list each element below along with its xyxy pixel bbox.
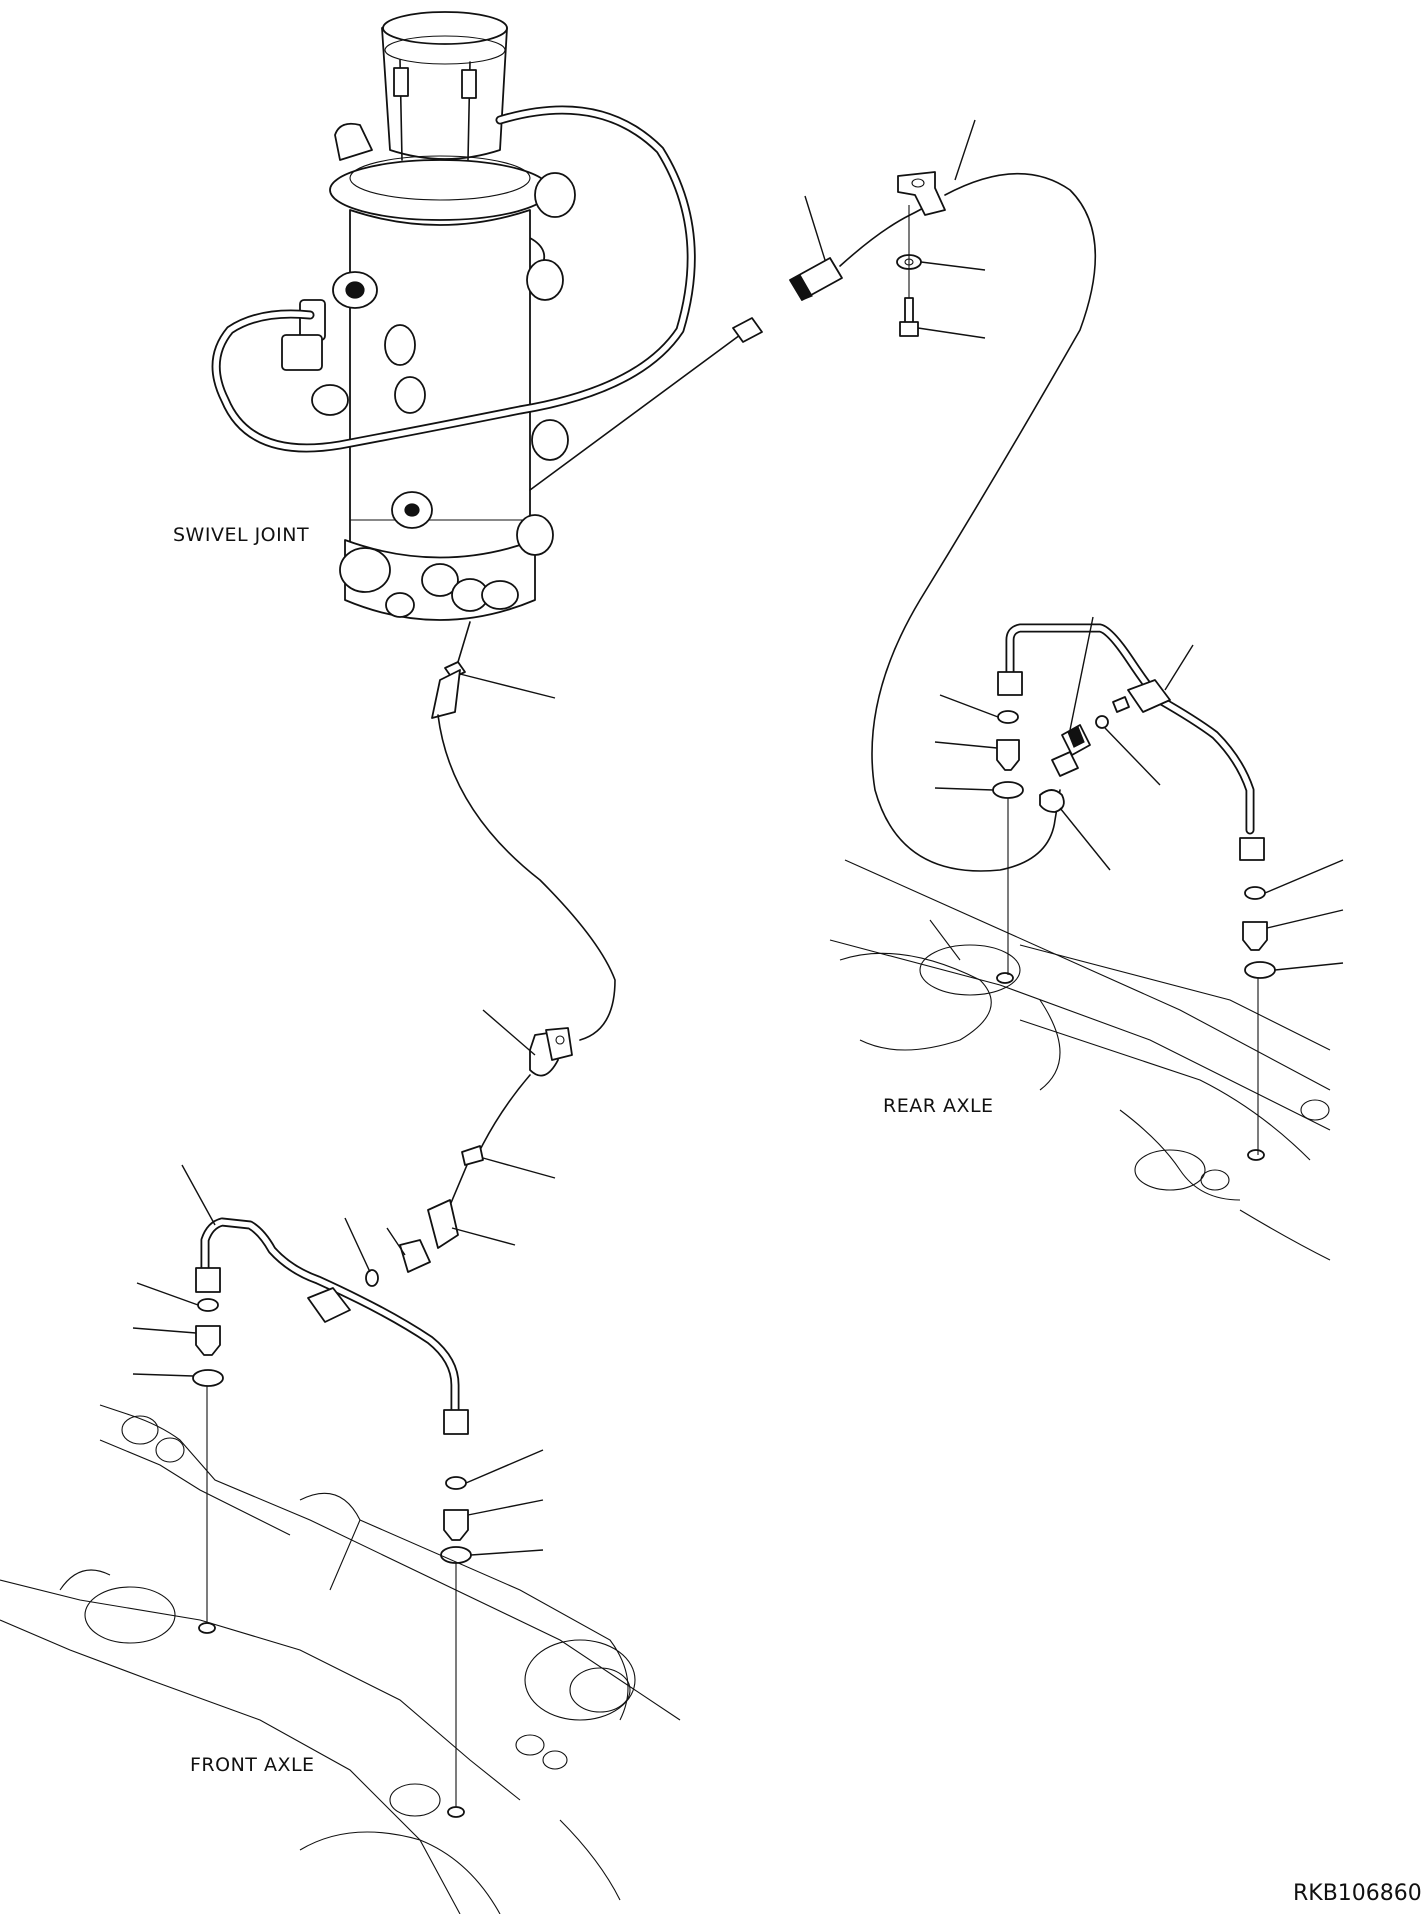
swivel-joint-label: SWIVEL JOINT	[173, 524, 309, 546]
front-axle-assembly	[0, 1164, 681, 1914]
upper-hose-fittings	[732, 119, 986, 343]
drawing-code: RKB106860	[1293, 1881, 1422, 1906]
rear-axle-assembly	[829, 616, 1344, 1261]
rear-hose-line	[871, 172, 1097, 872]
front-hose-fittings	[344, 621, 616, 1287]
rear-axle-label: REAR AXLE	[883, 1095, 994, 1117]
front-axle-label: FRONT AXLE	[190, 1754, 315, 1776]
swivel-joint	[211, 11, 741, 621]
